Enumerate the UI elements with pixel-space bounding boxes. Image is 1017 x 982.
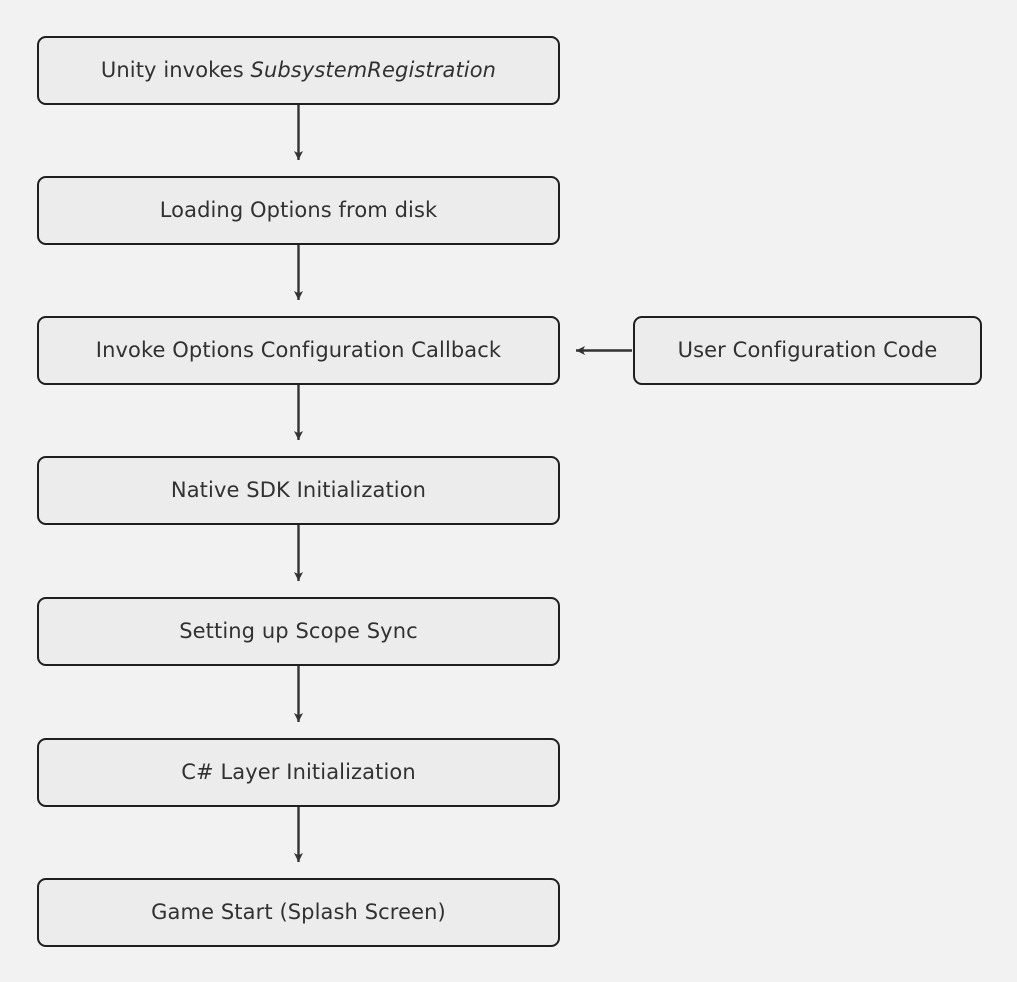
node-label: Native SDK Initialization	[170, 477, 427, 502]
node-label: Game Start (Splash Screen)	[151, 899, 446, 924]
node-invoke-options-configuration-callback[interactable]: Invoke Options Configuration Callback	[37, 316, 560, 385]
node-csharp-layer-initialization[interactable]: C# Layer Initialization	[37, 738, 560, 807]
node-label: Loading Options from disk	[159, 197, 438, 222]
node-game-start-splash-screen[interactable]: Game Start (Splash Screen)	[37, 878, 560, 947]
node-unity-invokes-subsystemregistration[interactable]: Unity invokes SubsystemRegistration	[37, 36, 560, 105]
node-label: C# Layer Initialization	[181, 759, 416, 784]
node-loading-options-from-disk[interactable]: Loading Options from disk	[37, 176, 560, 245]
node-label-text: Unity invokes	[100, 57, 251, 82]
node-native-sdk-initialization[interactable]: Native SDK Initialization	[37, 456, 560, 525]
node-label: Setting up Scope Sync	[179, 618, 418, 643]
node-label-emphasis: SubsystemRegistration	[250, 57, 497, 82]
node-label: User Configuration Code	[677, 337, 938, 362]
node-label: Unity invokes SubsystemRegistration	[101, 58, 496, 83]
node-setting-up-scope-sync[interactable]: Setting up Scope Sync	[37, 597, 560, 666]
node-label: Invoke Options Configuration Callback	[95, 337, 502, 362]
node-user-configuration-code[interactable]: User Configuration Code	[633, 316, 982, 385]
